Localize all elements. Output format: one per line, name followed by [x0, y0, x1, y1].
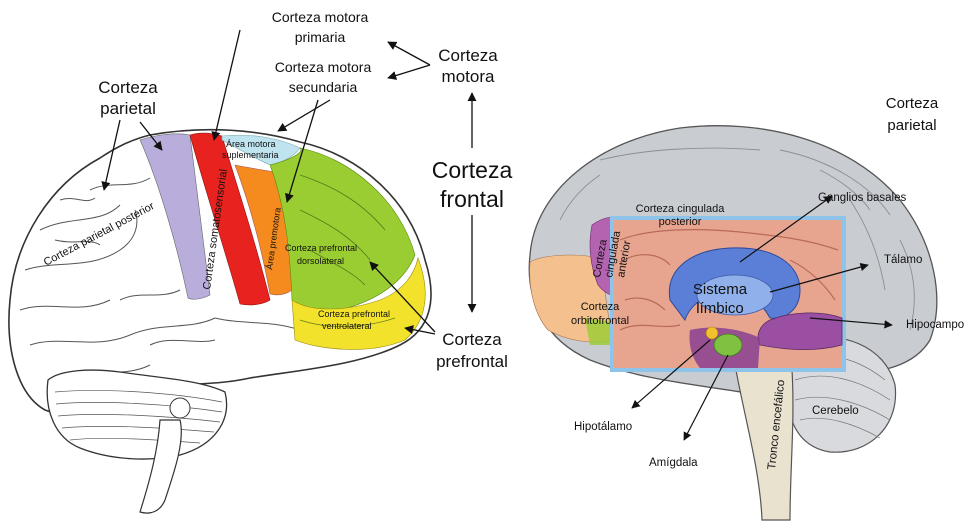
label-hipotalamo: Hipotálamo	[574, 421, 632, 433]
label-talamo: Tálamo	[884, 254, 922, 266]
label-sistema-limbico-2: límbico	[696, 300, 744, 317]
label-dorsolateral-1: Corteza prefrontal	[285, 243, 357, 253]
label-suplementaria-1: Área motora	[226, 139, 276, 149]
label-corteza-motora-2: motora	[442, 67, 495, 86]
label-corteza-orbitofrontal-1: Corteza	[581, 301, 620, 313]
label-dorsolateral-2: dorsolateral	[297, 256, 344, 266]
arrow-motora-secundaria-supl	[278, 100, 330, 131]
label-corteza-parietal-left-1: Corteza	[98, 78, 158, 97]
label-hipocampo: Hipocampo	[906, 319, 964, 331]
label-corteza-frontal-2: frontal	[440, 186, 504, 212]
label-corteza-motora-secundaria-1: Corteza motora	[275, 59, 372, 75]
label-ganglios-basales: Ganglios basales	[818, 192, 906, 204]
arrow-motora-to-secundaria	[388, 65, 430, 78]
label-corteza-orbitofrontal-2: orbitofrontal	[571, 315, 629, 327]
label-cingulada-posterior-1: Corteza cingulada	[636, 203, 726, 215]
label-corteza-motora-1: Corteza	[438, 46, 498, 65]
label-corteza-parietal-right-1: Corteza	[886, 95, 939, 112]
label-corteza-motora-secundaria-2: secundaria	[289, 79, 358, 95]
label-corteza-prefrontal-2: prefrontal	[436, 352, 508, 371]
label-suplementaria-2: suplementaria	[222, 150, 279, 160]
label-corteza-motora-primaria-1: Corteza motora	[272, 9, 369, 25]
left-cerebellum	[47, 370, 226, 459]
label-ventrolateral-2: ventrolateral	[322, 321, 372, 331]
arrow-motora-to-primaria	[388, 42, 430, 65]
label-sistema-limbico-1: Sistema	[693, 281, 748, 298]
label-cingulada-posterior-2: posterior	[659, 216, 702, 228]
label-cerebelo: Cerebelo	[812, 405, 859, 417]
arrow-motora-primaria	[214, 30, 240, 140]
label-corteza-prefrontal-1: Corteza	[442, 330, 502, 349]
limbic-hipotalamo	[706, 327, 718, 339]
label-corteza-parietal-right-2: parietal	[887, 117, 936, 134]
label-corteza-motora-primaria-2: primaria	[295, 29, 346, 45]
label-corteza-frontal-1: Corteza	[432, 157, 513, 183]
limbic-amigdala	[714, 334, 742, 356]
label-ventrolateral-1: Corteza prefrontal	[318, 309, 390, 319]
label-amigdala: Amígdala	[649, 457, 698, 469]
label-corteza-parietal-left-2: parietal	[100, 99, 156, 118]
